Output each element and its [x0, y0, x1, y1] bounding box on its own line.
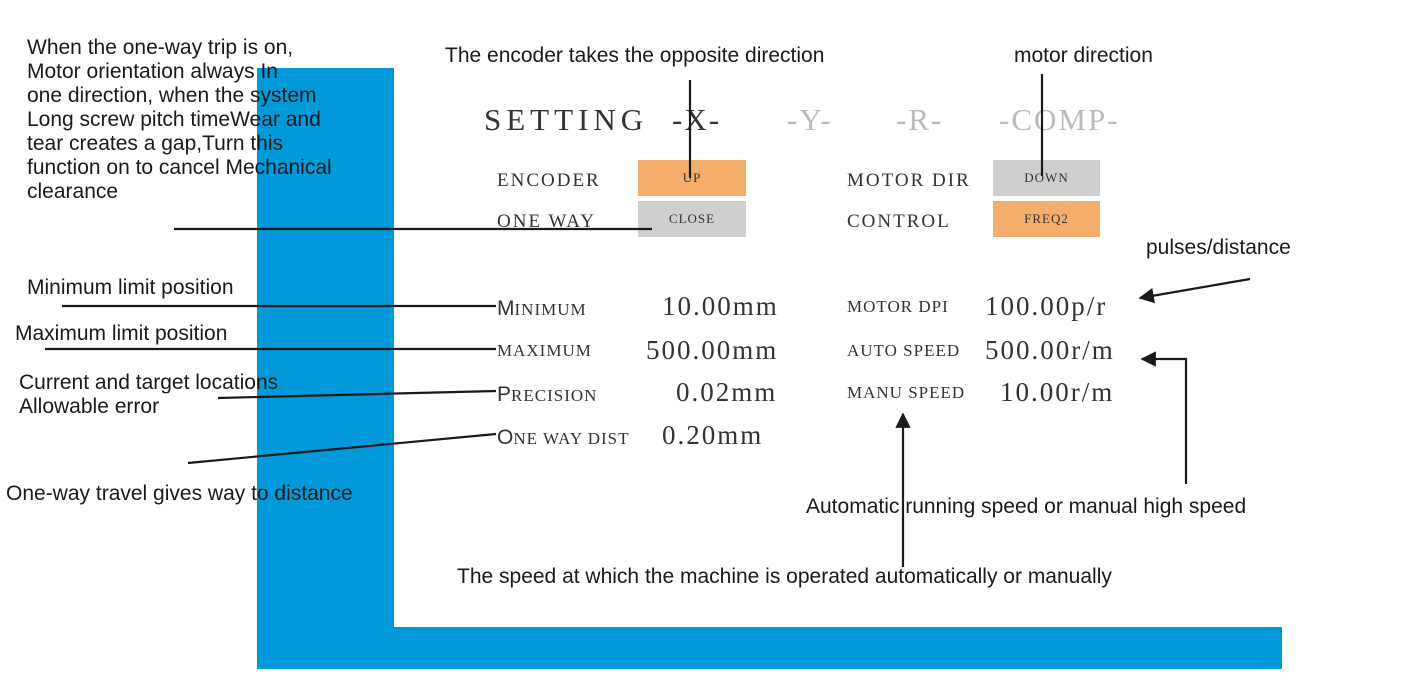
manu-speed-value[interactable]: 10.00r/m — [1000, 377, 1115, 407]
minimum-note: Minimum limit position — [27, 276, 234, 299]
frame-left-bar — [257, 68, 394, 669]
motor-dpi-label: MOTOR DPI — [847, 297, 949, 316]
tab-x[interactable]: -X- — [672, 102, 722, 137]
encoder-note: The encoder takes the opposite direction — [445, 44, 825, 67]
precision-note: Current and target locations Allowable e… — [19, 371, 279, 418]
screen-title: SETTING — [484, 102, 649, 137]
precision-label: PRECISION — [497, 383, 598, 406]
precision-value[interactable]: 0.02mm — [676, 377, 778, 407]
minimum-value[interactable]: 10.00mm — [662, 291, 779, 321]
auto-speed-note: Automatic running speed or manual high s… — [806, 495, 1247, 518]
tab-comp[interactable]: -COMP- — [999, 102, 1120, 137]
pulses-note: pulses/distance — [1146, 236, 1291, 259]
encoder-label: ENCODER — [497, 170, 601, 191]
frame-bottom-bar — [257, 627, 1282, 669]
motor-dir-label: MOTOR DIR — [847, 170, 971, 191]
manu-speed-label: MANU SPEED — [847, 383, 966, 402]
maximum-note: Maximum limit position — [15, 322, 228, 345]
auto-speed-arrow — [1140, 351, 1188, 484]
motor-dir-button[interactable]: DOWN — [993, 160, 1100, 196]
one-way-note: When the one-way trip is on, Motor orien… — [27, 36, 332, 203]
stray-mark: ' — [318, 436, 321, 450]
one-way-dist-note: One-way travel gives way to distance — [6, 482, 353, 505]
tab-r[interactable]: -R- — [896, 102, 944, 137]
maximum-label: MAXIMUM — [497, 341, 592, 360]
auto-speed-label: AUTO SPEED — [847, 341, 961, 360]
one-way-label: ONE WAY — [497, 211, 596, 232]
maximum-value[interactable]: 500.00mm — [646, 335, 779, 365]
pulses-arrow — [1138, 277, 1251, 304]
control-label: CONTROL — [847, 211, 951, 232]
minimum-label: MINIMUM — [497, 297, 587, 320]
motor-direction-note: motor direction — [1014, 44, 1153, 67]
encoder-button[interactable]: UP — [638, 160, 746, 196]
motor-dpi-value[interactable]: 100.00p/r — [985, 291, 1108, 321]
manu-speed-note: The speed at which the machine is operat… — [457, 565, 1112, 588]
tab-y[interactable]: -Y- — [787, 102, 833, 137]
one-way-dist-value[interactable]: 0.20mm — [662, 420, 764, 450]
one-way-dist-label: ONE WAY DIST — [497, 426, 630, 449]
control-button[interactable]: FREQ2 — [993, 201, 1100, 237]
one-way-button[interactable]: CLOSE — [638, 201, 746, 237]
auto-speed-value[interactable]: 500.00r/m — [985, 335, 1115, 365]
